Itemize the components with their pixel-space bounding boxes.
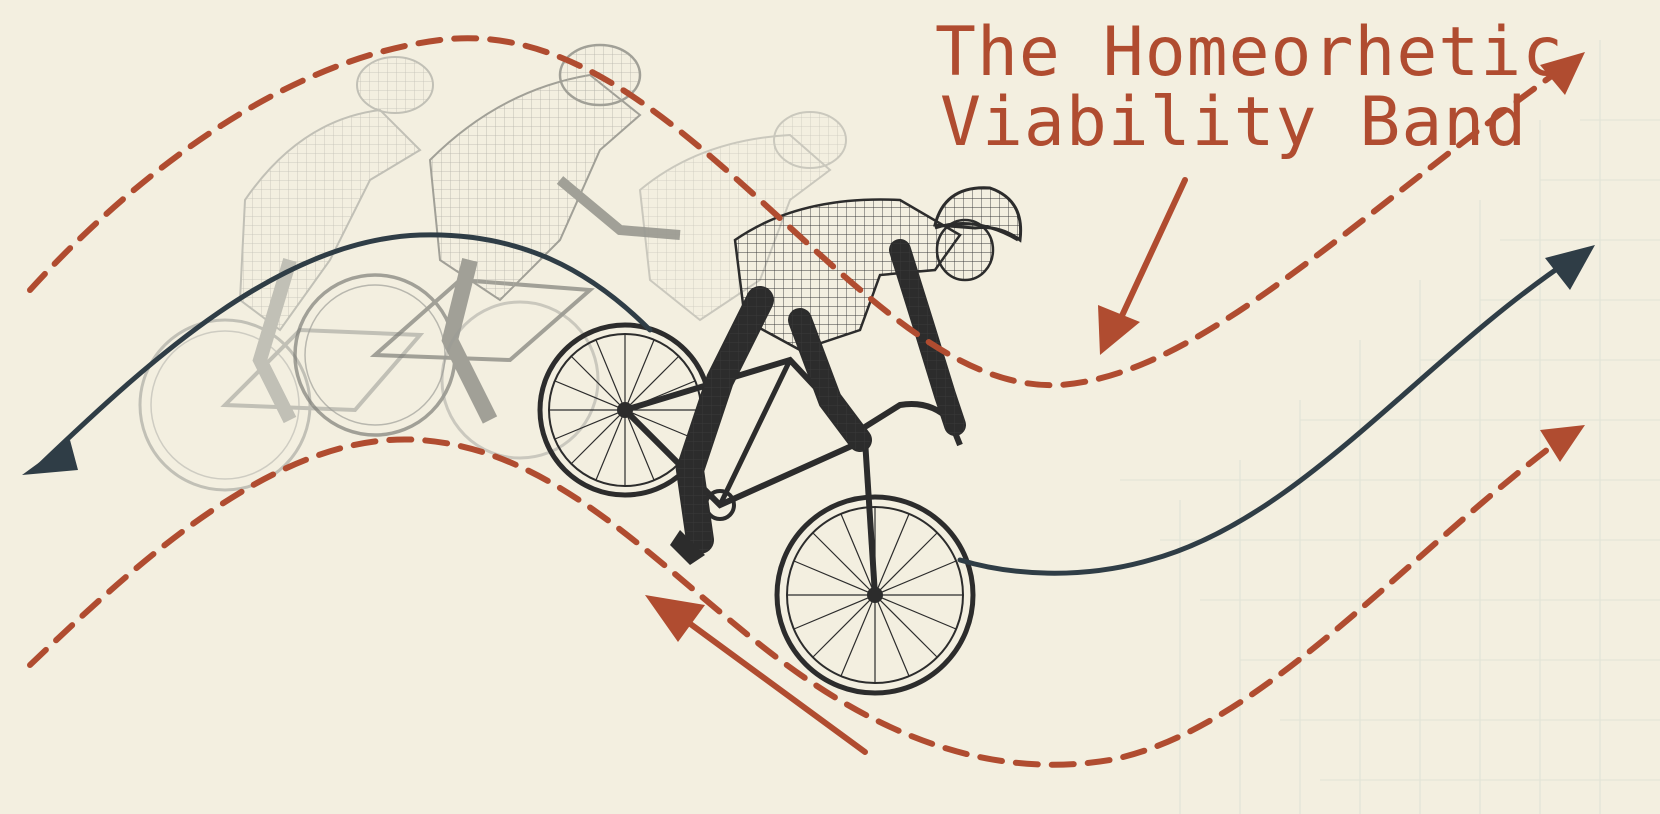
trajectory-back-arrowhead — [22, 440, 78, 475]
lower-band-boundary — [30, 439, 1560, 764]
rider-current — [540, 188, 1021, 693]
drift-arrowhead — [645, 595, 705, 642]
diagram-title-line2: Viability Band — [940, 83, 1527, 162]
callout-arrowhead — [1098, 305, 1140, 355]
lower-boundary-arrowhead — [1540, 425, 1585, 462]
trajectory-forward-arrowhead — [1545, 245, 1595, 290]
callout-arrow — [1120, 180, 1185, 320]
diagram-title-line1: The Homeorhetic — [935, 13, 1564, 92]
